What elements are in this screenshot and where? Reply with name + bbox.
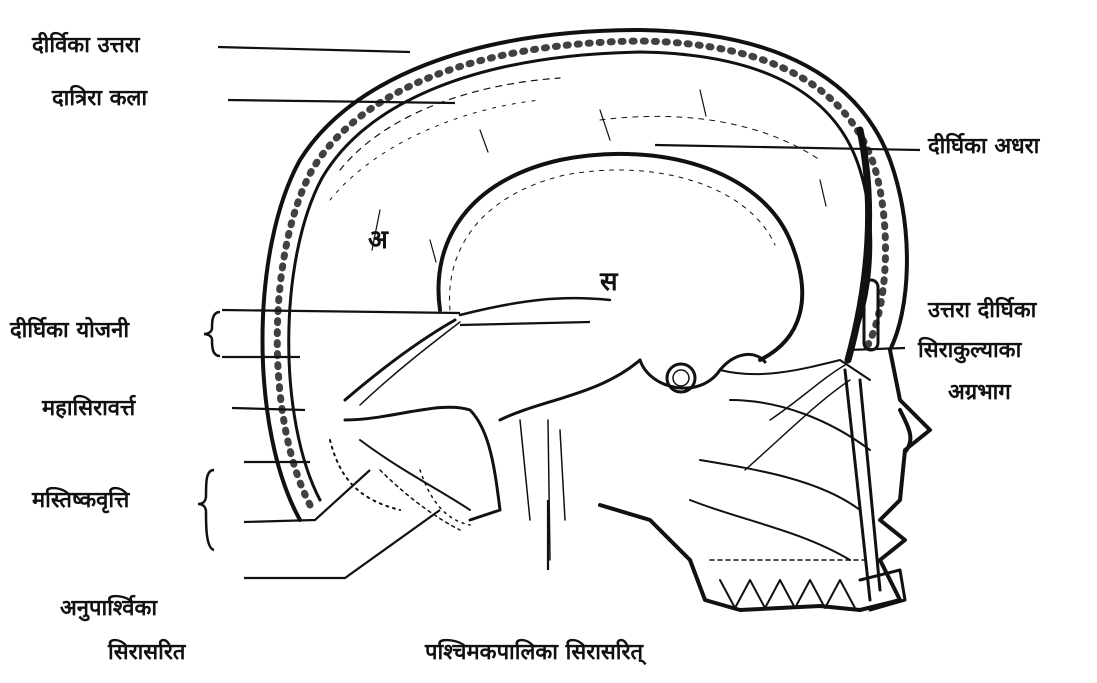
diploe-band — [277, 41, 885, 505]
region-mark-a: अ — [368, 220, 388, 256]
facial-bones — [690, 360, 870, 560]
skull-inner-contour — [289, 52, 871, 500]
leader-yojani-mid — [460, 322, 590, 325]
leader-datrikra-kala — [228, 100, 455, 103]
leader-dirghika-adhara — [655, 145, 920, 150]
label-dirghika-yojani: दीर्घिका योजनी — [10, 318, 129, 344]
brace-yojani — [204, 312, 220, 356]
label-anuparshvika-line2: सिरासरित — [108, 640, 185, 666]
tentorium-dome — [439, 154, 803, 360]
brace-mastishka — [198, 470, 214, 550]
label-uttara-dirghika-line1: उत्तरा दीर्घिका — [928, 298, 1036, 324]
leader-uttara-dirghika — [848, 348, 905, 350]
region-mark-b: स — [600, 262, 618, 298]
label-datrikra-kala: दात्रिरा कला — [52, 86, 147, 112]
leader-dirghika-uttara — [218, 47, 410, 52]
label-uttara-dirghika-line2: सिराकुल्याका — [918, 338, 1021, 364]
label-uttara-dirghika-line3: अग्रभाग — [948, 380, 1011, 406]
label-mastishkavritti: मस्तिष्कवृत्ति — [32, 488, 129, 514]
label-dirghika-uttara: दीर्विका उत्तरा — [32, 33, 140, 59]
leader-yojani-top — [222, 310, 460, 313]
label-mahasiravartta: महासिरावर्त्त — [42, 396, 135, 422]
label-dirghika-adhara: दीर्घिका अधरा — [928, 134, 1039, 160]
teeth — [720, 580, 855, 608]
label-pashchimakapalika: पश्चिमकपालिका सिरासरित् — [425, 640, 643, 666]
label-anuparshvika-line1: अनुपार्श्विका — [60, 596, 157, 622]
skull-base — [345, 360, 640, 520]
